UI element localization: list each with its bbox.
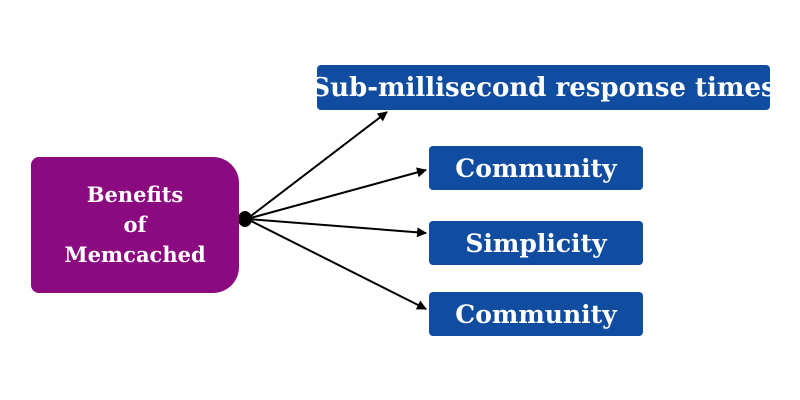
target-node-label: Sub-millisecond response times [311,72,776,103]
target-node-community-2: Community [429,292,643,336]
connector-arrow-to-community-2 [246,218,427,310]
target-node-label: Simplicity [465,228,607,258]
connector-arrow-to-simplicity [246,218,427,238]
source-node-benefits: Benefits of Memcached [31,157,239,293]
target-node-simplicity: Simplicity [429,221,643,265]
target-node-sub-millisecond: Sub-millisecond response times [311,65,776,110]
connector-arrow-to-sub-millisecond [246,111,388,220]
target-node-community-1: Community [429,146,643,190]
source-node-label: Benefits of Memcached [64,182,206,267]
target-node-label: Community [455,153,617,183]
target-node-label: Community [455,299,617,329]
connector-arrow-to-community-1 [246,167,427,220]
connector-origin-dot [238,211,252,227]
